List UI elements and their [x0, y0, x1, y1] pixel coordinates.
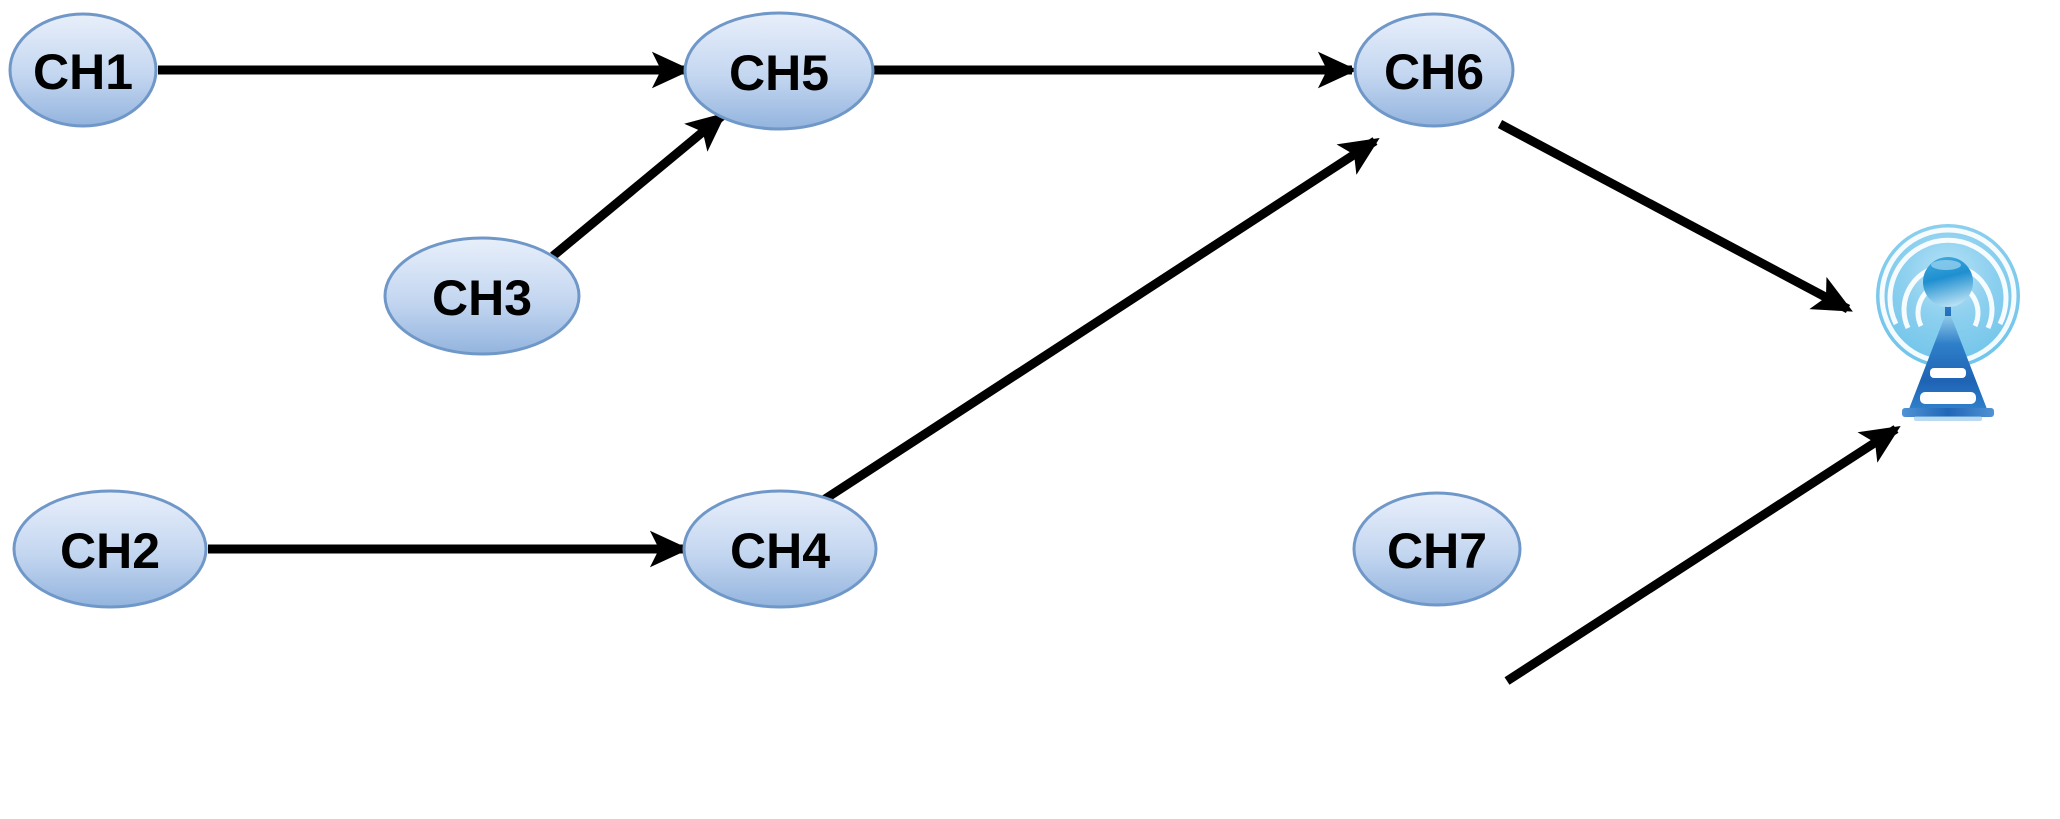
antenna-tower-body — [1909, 316, 1987, 409]
antenna-cross-bar-upper — [1930, 368, 1966, 378]
node-ch1-label: CH1 — [33, 44, 133, 100]
node-ch7-label: CH7 — [1387, 523, 1487, 579]
node-ch6[interactable]: CH6 — [1353, 12, 1515, 128]
antenna-base-plate — [1902, 408, 1994, 417]
node-layer: CH1 CH5 CH6 CH3 CH2 CH4 — [8, 11, 1522, 609]
node-ch3-shape[interactable] — [383, 236, 581, 356]
node-ch6-label: CH6 — [1384, 44, 1484, 100]
node-ch1-shape[interactable] — [8, 12, 158, 128]
node-ch2-label: CH2 — [60, 523, 160, 579]
node-ch5-shape[interactable] — [683, 11, 875, 131]
node-ch4-label: CH4 — [730, 523, 830, 579]
signal-arc-3 — [1887, 237, 2009, 326]
node-ch7-shape[interactable] — [1352, 491, 1522, 607]
node-ch6-shape[interactable] — [1353, 12, 1515, 128]
antenna-base-shadow — [1914, 416, 1982, 421]
edge-layer — [158, 51, 1901, 685]
node-ch3-label: CH3 — [432, 270, 532, 326]
antenna-emitter-sphere — [1923, 257, 1973, 307]
antenna-emitter-highlight — [1931, 260, 1961, 270]
node-ch4[interactable]: CH4 — [682, 489, 878, 609]
node-ch1[interactable]: CH1 — [8, 12, 158, 128]
node-ch5-label: CH5 — [729, 45, 829, 101]
edge-ch4-to-ch6 — [819, 137, 1380, 505]
base-station-node[interactable] — [1876, 224, 2020, 421]
node-ch3[interactable]: CH3 — [383, 236, 581, 356]
node-ch4-shape[interactable] — [682, 489, 878, 609]
edge-ch6-to-base-station — [1497, 120, 1853, 313]
node-ch2[interactable]: CH2 — [12, 489, 208, 609]
node-ch7[interactable]: CH7 — [1352, 491, 1522, 607]
node-ch5[interactable]: CH5 — [683, 11, 875, 131]
antenna-mast — [1945, 286, 1951, 338]
node-ch2-shape[interactable] — [12, 489, 208, 609]
edge-ch7-to-base-station — [1504, 425, 1901, 685]
antenna-cross-bar-lower — [1920, 392, 1976, 404]
edge-ch3-to-ch5 — [550, 112, 727, 260]
